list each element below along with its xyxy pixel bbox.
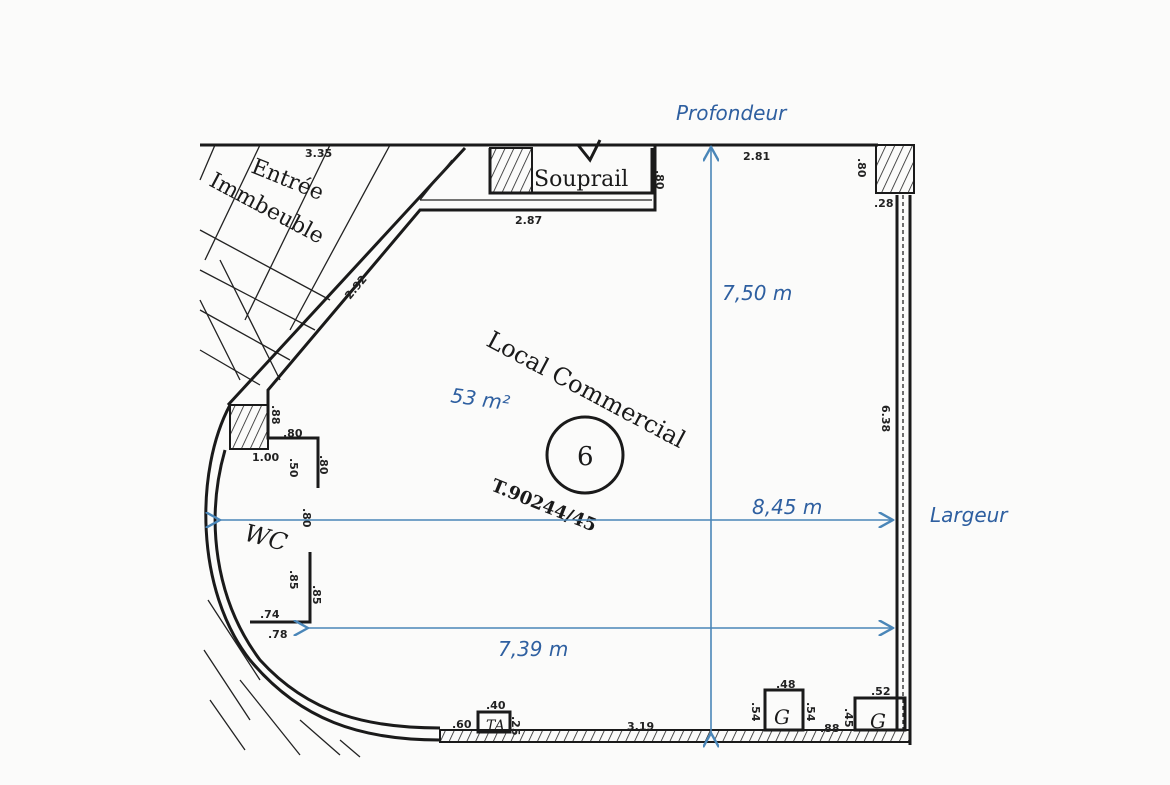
width-lower-value: 7,39 m	[498, 637, 568, 661]
dim-wc-g: .85	[310, 585, 323, 605]
dim-top-left: 3.35	[305, 147, 332, 160]
dim-g2-top: .52	[871, 685, 891, 698]
dim-wc-f: .85	[287, 570, 300, 590]
souprail-hatch	[489, 147, 533, 194]
dim-wc-h: .74	[260, 608, 280, 621]
lot-number-circle	[545, 415, 625, 495]
area-value: 53 m²	[449, 383, 511, 415]
wc-label: WC	[241, 519, 290, 557]
width-value: 8,45 m	[752, 495, 822, 519]
fixture-ta-label: TA	[486, 718, 505, 734]
dim-g1-left: .54	[749, 702, 762, 722]
depth-label: Profondeur	[676, 101, 788, 125]
dim-top-right: 2.81	[743, 150, 770, 163]
dim-wc-a: .88	[269, 405, 282, 425]
dim-bottom-d: .88	[820, 722, 840, 735]
dim-wc-e: .80	[317, 455, 330, 475]
fixture-g2-label: G	[870, 709, 886, 733]
dim-wc-b: .80	[283, 427, 303, 440]
dim-g1-top: .48	[776, 678, 796, 691]
walls	[200, 139, 915, 745]
dim-bottom-c: .25	[509, 716, 522, 736]
fixture-ta	[476, 710, 512, 734]
handwritten-annotations: Profondeur 7,50 m Largeur 8,45 m 7,39 m …	[220, 101, 1009, 733]
fixture-g1-label: G	[774, 705, 790, 729]
dim-inner-top: 2.87	[515, 214, 542, 227]
width-label: Largeur	[930, 503, 1009, 527]
room-name: Local Commercial	[482, 326, 690, 454]
reference: T.90244/45	[488, 475, 599, 536]
wc-pillar-hatch	[229, 404, 269, 450]
dim-wc-c: 1.00	[252, 451, 279, 464]
lot-number: 6	[577, 442, 594, 472]
dim-right-wall: 6.38	[879, 405, 892, 432]
dim-bottom-b: .40	[486, 699, 506, 712]
souprail-label: Souprail	[534, 167, 628, 192]
fixture-g2	[853, 696, 907, 732]
dim-bottom-main: 3.19	[627, 720, 654, 733]
entrance-stair-lines	[199, 144, 391, 758]
fixture-g1	[763, 688, 805, 732]
dim-wc-i: .78	[268, 628, 288, 641]
depth-value: 7,50 m	[722, 281, 792, 305]
dim-g1-right: .54	[804, 702, 817, 722]
dim-wc-d: .50	[287, 458, 300, 478]
dim-wc-door: .80	[300, 508, 313, 528]
bottom-wall-hatch	[439, 729, 911, 743]
dim-g2-left: .45	[842, 708, 855, 728]
dim-souprail-depth: .80	[653, 170, 666, 190]
souprail-vent-mark	[576, 139, 602, 163]
corner-pillar-hatch	[875, 144, 915, 194]
dim-pillar-right: .80	[855, 158, 868, 178]
dim-bottom-a: .60	[452, 718, 472, 731]
dim-pillar-bottom: .28	[874, 197, 894, 210]
